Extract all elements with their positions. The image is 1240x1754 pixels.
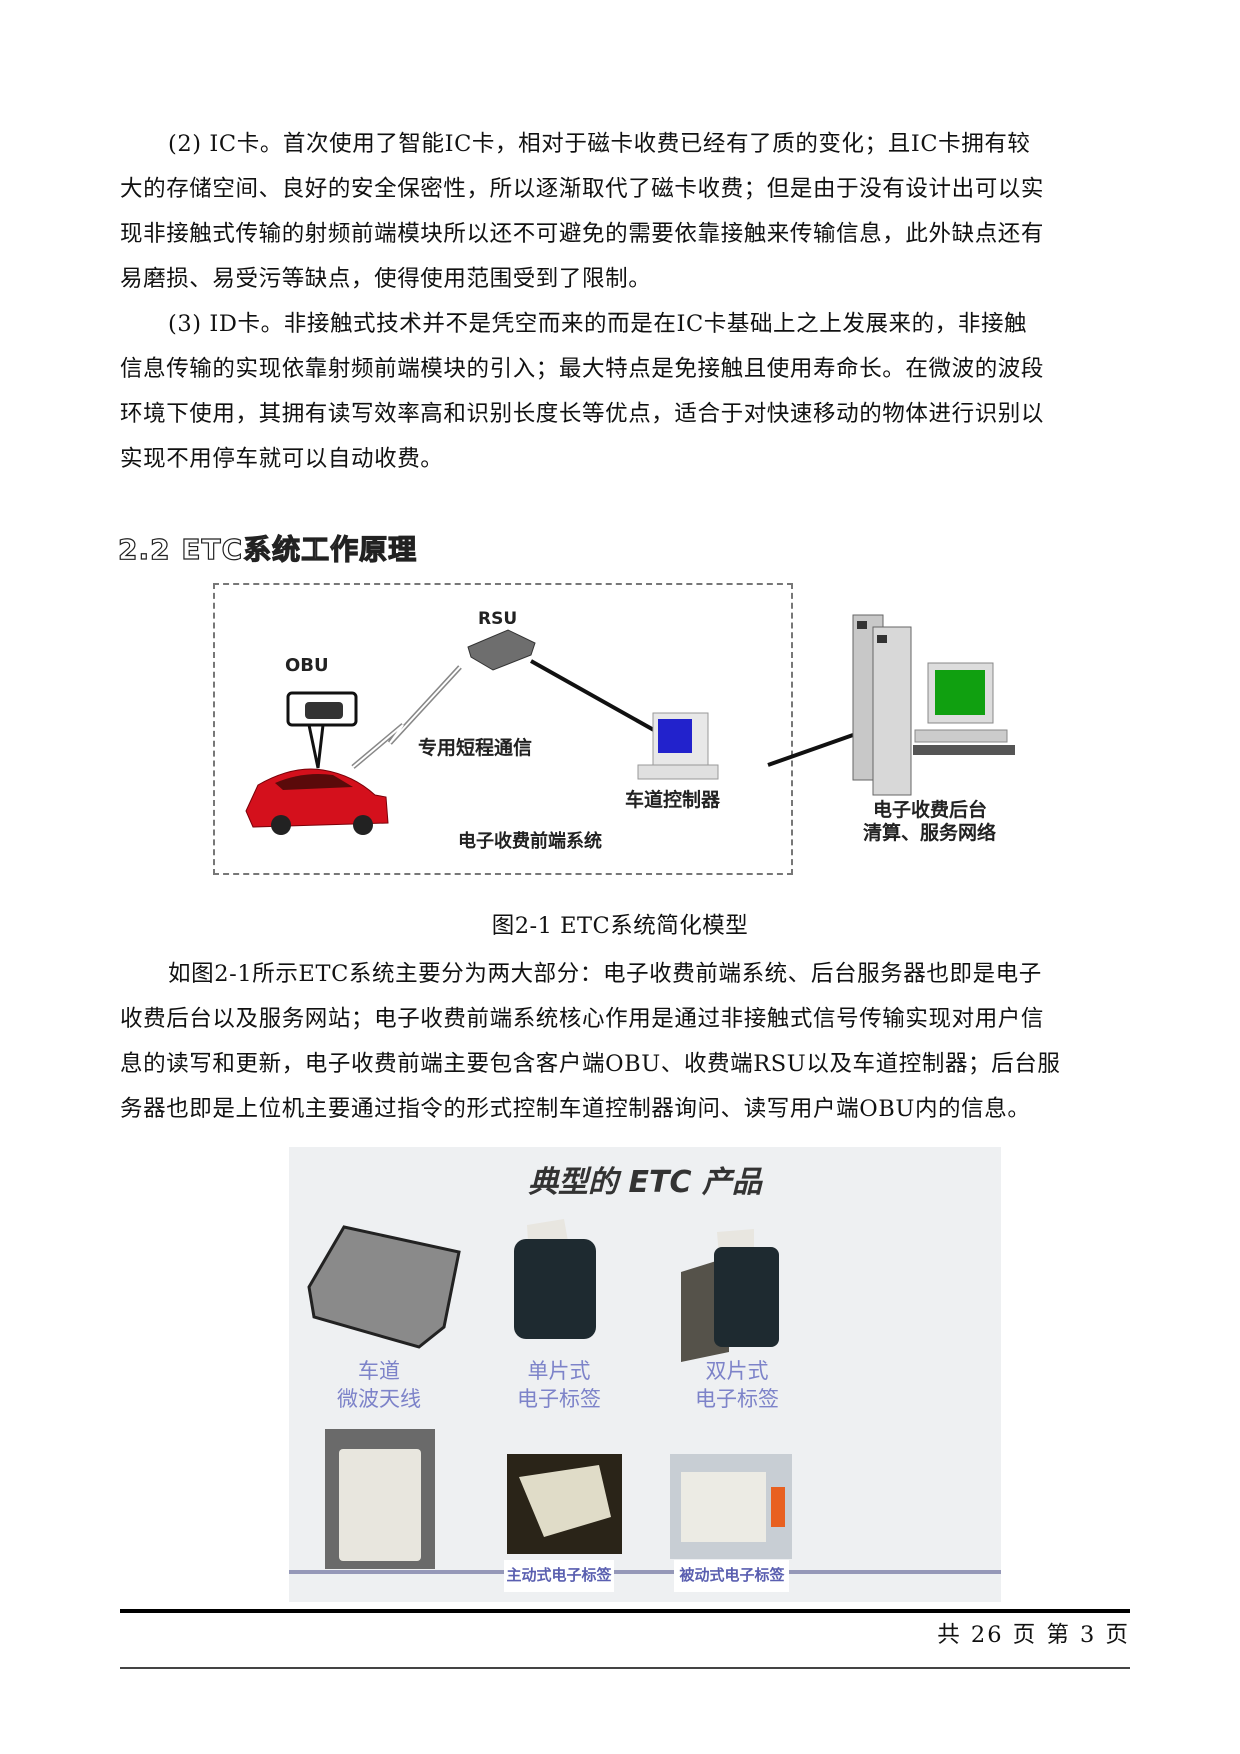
text-line: 环境下使用，其拥有读写效率高和识别长度长等优点，适合于对快速移动的物体进行识别以 [120, 401, 1045, 427]
dsrc-label: 专用短程通信 [418, 737, 533, 759]
obu-label: OBU [285, 655, 329, 676]
text-line: 实现不用停车就可以自动收费。 [120, 446, 444, 472]
text-line: 收费后台以及服务网站；电子收费前端系统核心作用是通过非接触式信号传输实现对用户信 [120, 1006, 1045, 1032]
text-line: 易磨损、易受污等缺点，使得使用范围受到了限制。 [120, 266, 652, 292]
backend-label-line1: 电子收费后台 [873, 799, 988, 821]
label-line: 单片式 [527, 1359, 591, 1383]
text-line: 现非接触式传输的射频前端模块所以还不可避免的需要依靠接触来传输信息，此外缺点还有 [120, 221, 1045, 247]
product-lane-antenna-label: 车道 微波天线 [309, 1357, 449, 1413]
section-heading: 2.2 ETC系统工作原理 [117, 532, 418, 566]
figure-etc-products: 典型的 ETC 产品 车道 微波天线 [289, 1147, 1001, 1602]
frontend-system-boundary [213, 583, 793, 875]
rsu-label: RSU [478, 609, 518, 629]
footer-rule-bottom [120, 1667, 1130, 1669]
text-line: 如图2-1所示ETC系统主要分为两大部分：电子收费前端系统、后台服务器也即是电子 [168, 961, 1042, 987]
label-line: 电子标签 [695, 1387, 779, 1411]
figure-caption: 图2-1 ETC系统简化模型 [491, 913, 749, 939]
text-line: (3) ID卡。非接触式技术并不是凭空而来的而是在IC卡基础上之上发展来的，非接… [168, 311, 1028, 337]
lane-controller-label: 车道控制器 [625, 789, 721, 811]
products-graphics [289, 1219, 1001, 1592]
passive-tag-label: 被动式电子标签 [679, 1566, 785, 1584]
text-line: 信息传输的实现依靠射频前端模块的引入；最大特点是免接触且使用寿命长。在微波的波段 [120, 356, 1045, 382]
footer-rule-top [120, 1609, 1130, 1613]
label-line: 双片式 [705, 1359, 769, 1383]
product-dual-tag-label: 双片式 电子标签 [667, 1357, 807, 1413]
products-title: 典型的 ETC 产品 [528, 1165, 762, 1200]
paragraph-etc-overview: 如图2-1所示ETC系统主要分为两大部分：电子收费前端系统、后台服务器也即是电子… [120, 952, 1130, 1132]
paragraph-ic-card: (2) IC卡。首次使用了智能IC卡，相对于磁卡收费已经有了质的变化；且IC卡拥… [120, 122, 1130, 302]
active-tag-label: 主动式电子标签 [506, 1566, 612, 1584]
page-number: 共 26 页 第 3 页 [937, 1622, 1130, 1648]
product-single-tag-label: 单片式 电子标签 [489, 1357, 629, 1413]
label-line: 电子标签 [517, 1387, 601, 1411]
paragraph-id-card: (3) ID卡。非接触式技术并不是凭空而来的而是在IC卡基础上之上发展来的，非接… [120, 302, 1130, 482]
label-line: 微波天线 [337, 1387, 421, 1411]
text-line: 息的读写和更新，电子收费前端主要包含客户端OBU、收费端RSU以及车道控制器；后… [120, 1051, 1061, 1077]
text-line: 大的存储空间、良好的安全保密性，所以逐渐取代了磁卡收费；但是由于没有设计出可以实 [120, 176, 1045, 202]
text-line: (2) IC卡。首次使用了智能IC卡，相对于磁卡收费已经有了质的变化；且IC卡拥… [168, 131, 1031, 157]
figure-etc-model: OBU RSU 专用短程通信 车道控制器 电子收费前端系统 电子收费后台 清算、… [213, 575, 1073, 895]
label-line: 车道 [358, 1359, 400, 1383]
frontend-system-label: 电子收费前端系统 [458, 831, 602, 852]
text-line: 务器也即是上位机主要通过指令的形式控制车道控制器询问、读写用户端OBU内的信息。 [120, 1096, 1031, 1122]
etc-diagram-graphics [245, 614, 1015, 835]
backend-label-line2: 清算、服务网络 [863, 822, 997, 844]
